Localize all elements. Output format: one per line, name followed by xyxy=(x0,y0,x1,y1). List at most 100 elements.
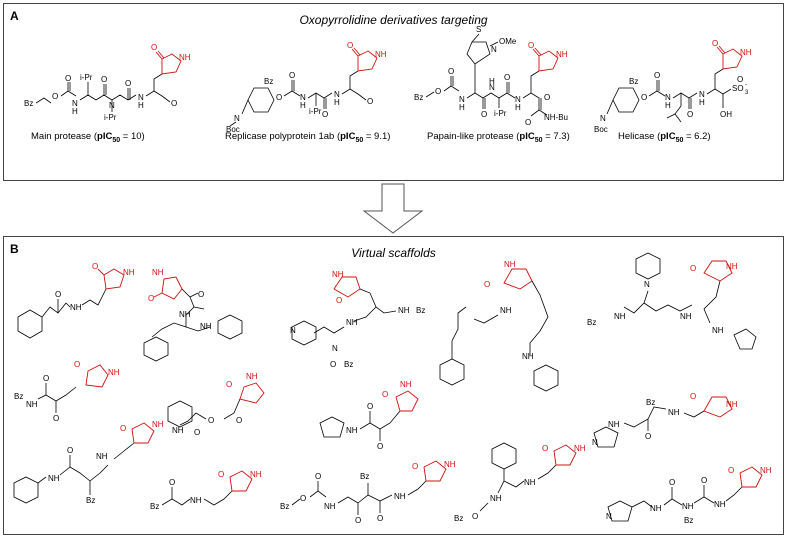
svg-text:O: O xyxy=(336,296,342,305)
svg-text:O: O xyxy=(148,294,154,303)
svg-text:O: O xyxy=(194,428,200,437)
scaffold-7: NH O O O O NH xyxy=(167,372,265,437)
svg-text:O: O xyxy=(171,99,177,108)
svg-text:NH: NH xyxy=(96,452,108,461)
svg-text:NH: NH xyxy=(250,470,262,479)
svg-text:Bz: Bz xyxy=(414,93,423,102)
svg-text:O: O xyxy=(120,424,126,433)
svg-text:NH: NH xyxy=(726,400,738,409)
svg-text:NH: NH xyxy=(556,50,568,59)
svg-text:NH: NH xyxy=(190,496,202,505)
svg-text:O: O xyxy=(712,39,718,48)
svg-text:NH: NH xyxy=(246,372,258,381)
svg-text:O: O xyxy=(701,476,707,485)
svg-text:N: N xyxy=(332,344,338,353)
svg-text:H: H xyxy=(515,103,521,112)
svg-text:O: O xyxy=(377,442,383,451)
svg-text:i-Pr: i-Pr xyxy=(104,113,117,122)
svg-text:NH: NH xyxy=(179,310,191,319)
svg-text:N: N xyxy=(334,90,340,99)
svg-text:N: N xyxy=(699,90,705,99)
svg-text:NH: NH xyxy=(522,352,534,361)
svg-text:O: O xyxy=(43,374,49,383)
svg-text:N: N xyxy=(592,438,598,447)
svg-text:O: O xyxy=(67,446,73,455)
svg-text:Bz: Bz xyxy=(264,77,273,86)
svg-text:NH: NH xyxy=(394,492,406,501)
svg-text:O: O xyxy=(52,92,58,101)
caption-helicase: Helicase (pIC50 = 6.2) xyxy=(618,131,711,144)
svg-text:Bz: Bz xyxy=(629,77,638,86)
down-arrow-icon xyxy=(362,183,424,234)
svg-text:S: S xyxy=(476,25,481,34)
svg-text:O: O xyxy=(669,478,675,487)
svg-text:NH: NH xyxy=(682,502,694,511)
svg-text:O: O xyxy=(448,67,454,76)
panel-a: A Oxopyrrolidine derivatives targeting B… xyxy=(3,3,784,181)
scaffold-10: NH O Bz NH NH O xyxy=(13,420,164,505)
svg-text:O: O xyxy=(300,494,306,503)
svg-text:NH: NH xyxy=(179,53,191,62)
svg-text:NH: NH xyxy=(152,268,164,277)
svg-text:NH: NH xyxy=(152,420,164,429)
svg-text:Bz: Bz xyxy=(646,398,655,407)
svg-text:Bz: Bz xyxy=(86,496,95,505)
svg-text:NH: NH xyxy=(712,326,724,335)
svg-text:O: O xyxy=(654,71,660,80)
svg-text:Boc: Boc xyxy=(226,125,240,134)
svg-text:NH: NH xyxy=(504,260,516,269)
molecule-replicase-inhibitor: N Boc Bz O O N H i-Pr O N H O O NH xyxy=(226,41,387,134)
svg-text:SO: SO xyxy=(732,84,744,93)
svg-text:H: H xyxy=(138,101,144,110)
svg-text:O: O xyxy=(74,360,80,369)
svg-text:NH: NH xyxy=(346,318,358,327)
svg-text:O: O xyxy=(544,93,550,102)
svg-text:O: O xyxy=(645,432,651,441)
svg-text:H: H xyxy=(489,77,495,86)
svg-text:NH: NH xyxy=(650,504,662,513)
svg-text:NH: NH xyxy=(740,48,752,57)
svg-text:O: O xyxy=(276,93,282,102)
panel-b: B Virtual scaffolds O NH O NH NH O O xyxy=(3,236,784,535)
svg-text:H: H xyxy=(665,101,671,110)
svg-text:O: O xyxy=(330,360,336,369)
svg-text:3: 3 xyxy=(745,90,749,96)
svg-text:N: N xyxy=(290,326,296,335)
svg-text:Bz: Bz xyxy=(416,306,425,315)
svg-text:NH: NH xyxy=(70,303,82,312)
svg-text:H: H xyxy=(334,98,340,107)
svg-text:NH: NH xyxy=(48,474,60,483)
svg-text:O: O xyxy=(435,87,441,96)
svg-text:NH: NH xyxy=(398,306,410,315)
svg-text:O: O xyxy=(226,380,232,389)
scaffold-1: O NH O NH xyxy=(17,262,135,339)
svg-text:NH-Bu: NH-Bu xyxy=(544,113,568,122)
svg-text:O: O xyxy=(687,110,693,119)
svg-text:Bz: Bz xyxy=(454,514,463,523)
svg-text:Bz: Bz xyxy=(587,318,596,327)
scaffold-11: Bz O NH NH O xyxy=(150,470,262,511)
panel-b-structures: O NH O NH NH O O NH NH NH xyxy=(13,252,772,525)
panel-a-label: A xyxy=(10,9,19,23)
svg-text:NH: NH xyxy=(324,502,336,511)
svg-text:Bz: Bz xyxy=(280,502,289,511)
atom-label-bz: Bz xyxy=(24,99,33,108)
svg-text:Bz: Bz xyxy=(684,516,693,525)
svg-text:O: O xyxy=(101,75,107,84)
svg-text:Bz: Bz xyxy=(14,392,23,401)
svg-text:O: O xyxy=(367,97,373,106)
svg-text:H: H xyxy=(459,103,465,112)
scaffold-2: NH O O NH NH xyxy=(143,268,243,362)
molecule-helicase-inhibitor: N Boc Bz O O N H O N H OH SO 3 O - xyxy=(594,39,752,134)
scaffold-8: NH O O NH O xyxy=(319,380,419,451)
scaffold-5: N NH Bz NH NH O NH xyxy=(587,252,757,350)
svg-text:O: O xyxy=(412,462,418,471)
svg-text:H: H xyxy=(72,107,78,116)
svg-text:O: O xyxy=(322,110,328,119)
svg-text:Bz: Bz xyxy=(344,360,353,369)
svg-text:N: N xyxy=(489,83,495,92)
svg-text:NH: NH xyxy=(444,460,456,469)
scaffold-6: Bz NH O O NH O xyxy=(14,360,120,423)
svg-text:O: O xyxy=(528,41,534,50)
svg-text:O: O xyxy=(169,478,175,487)
